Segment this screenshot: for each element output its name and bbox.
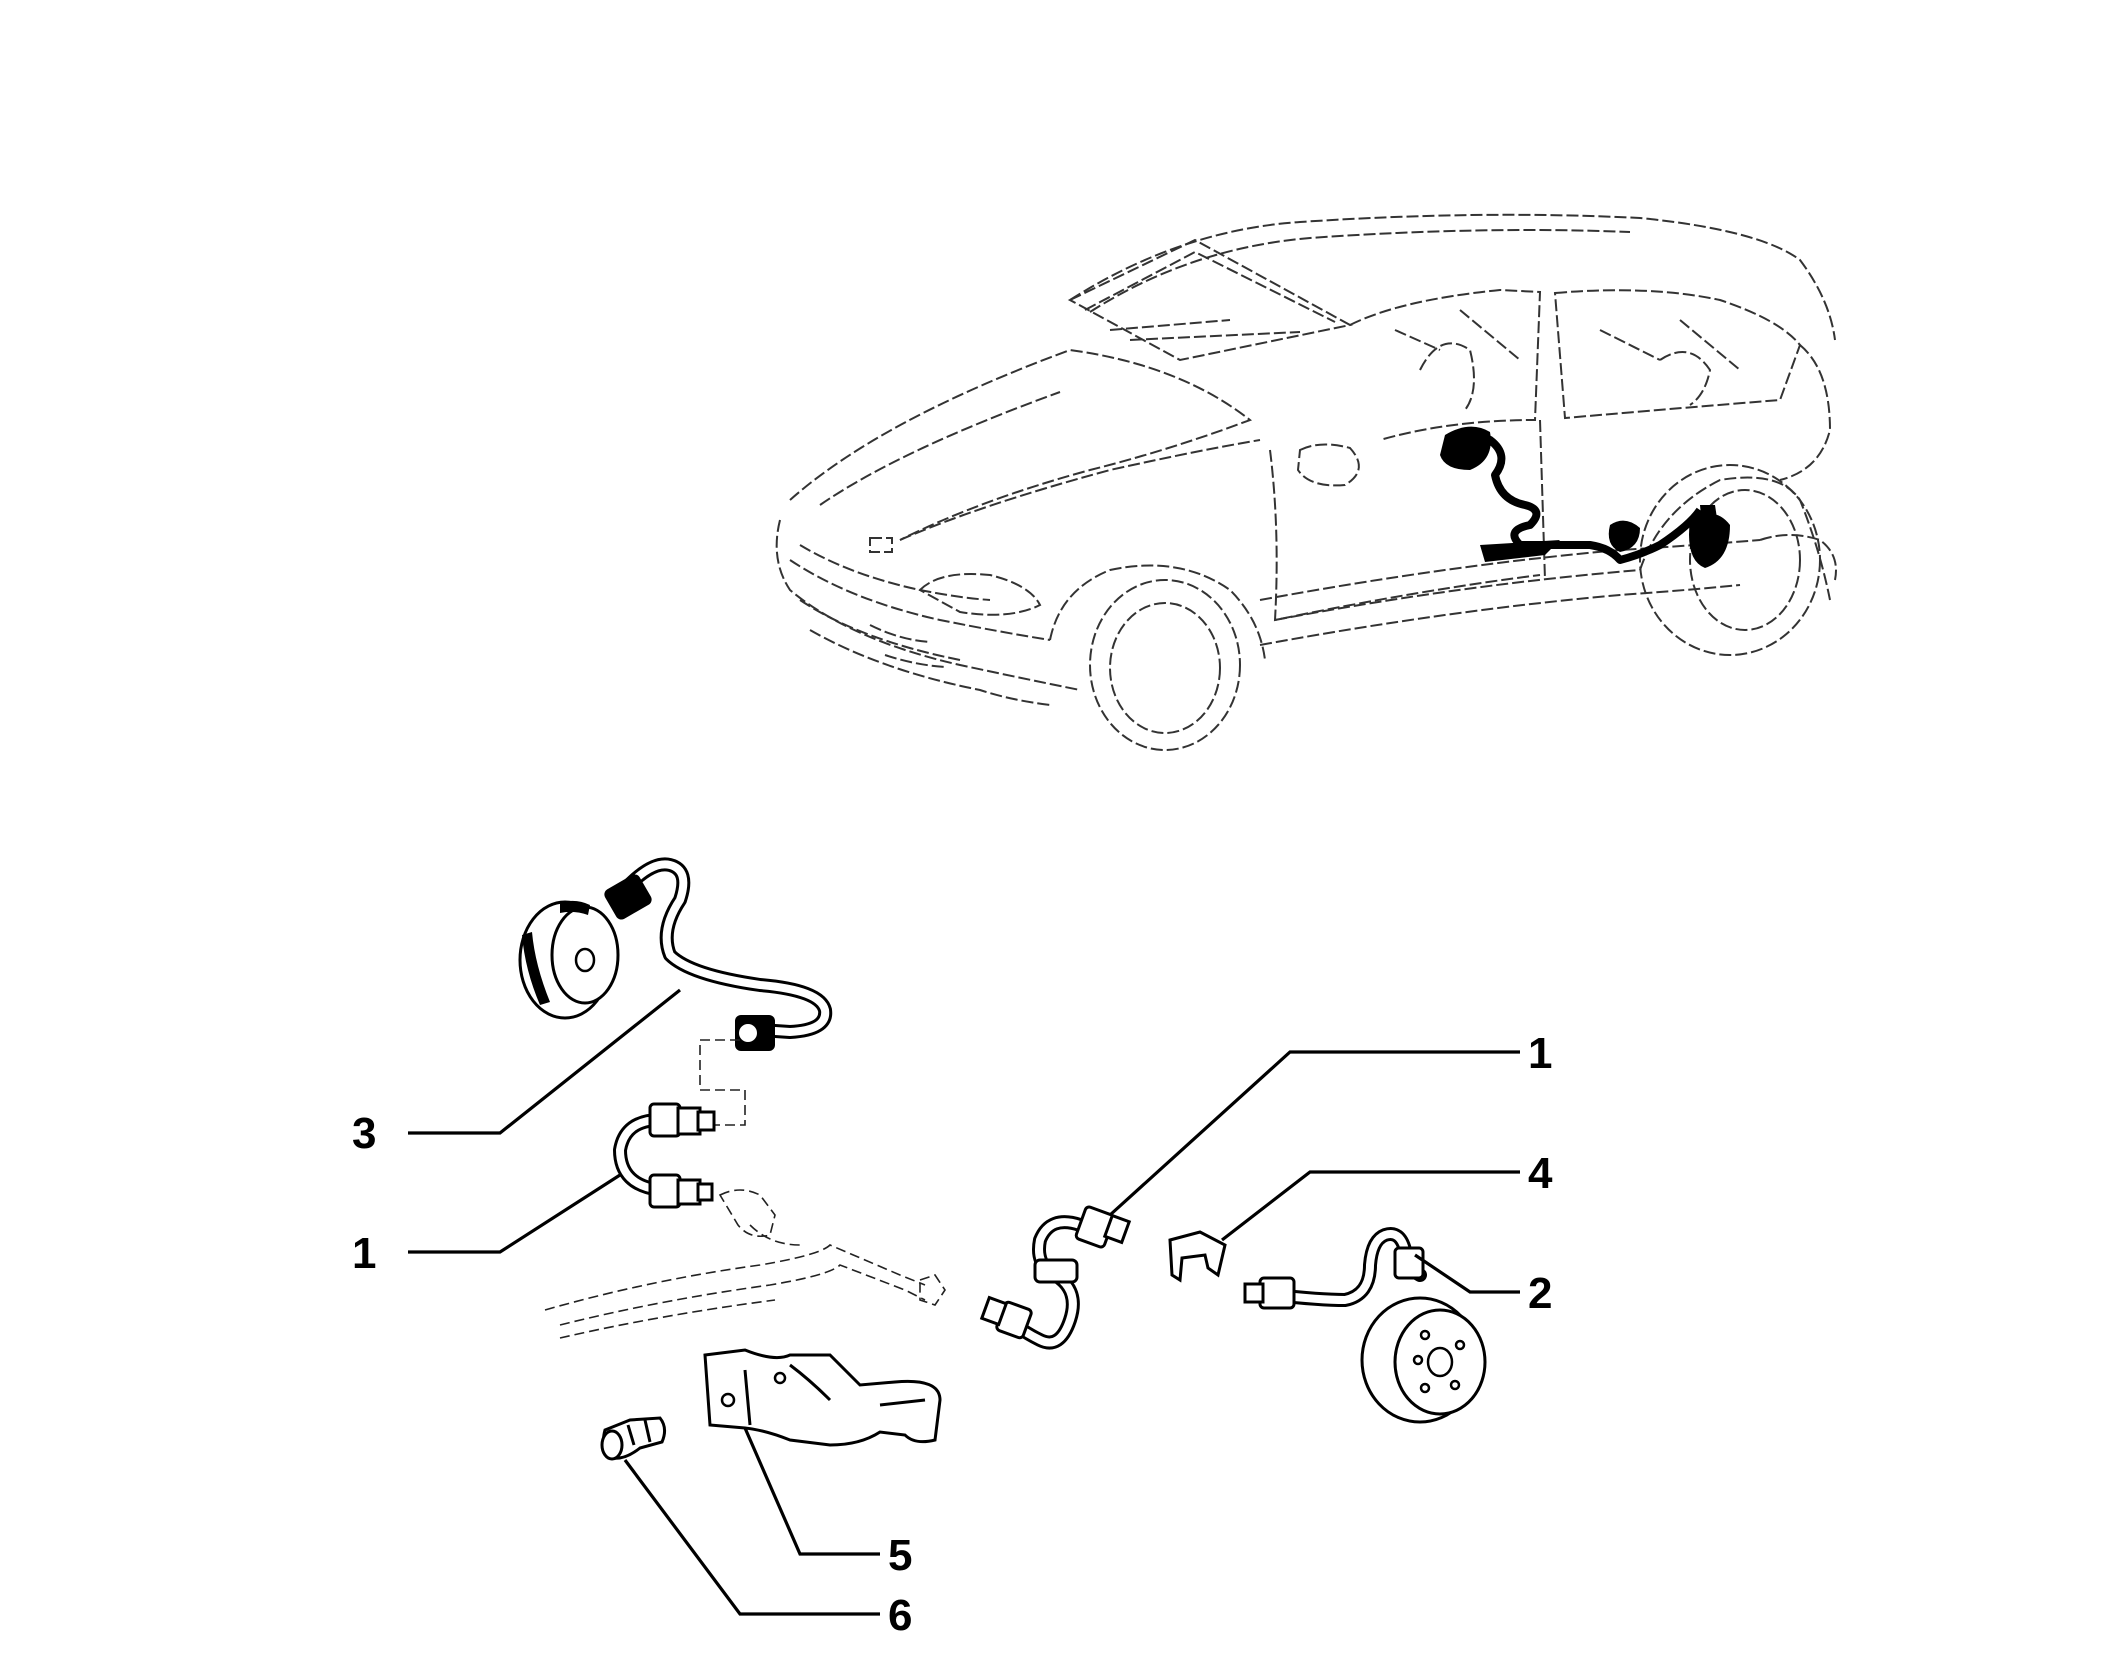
leader-5 xyxy=(743,1427,880,1556)
exploded-parts xyxy=(518,857,1487,1461)
leader-1-left xyxy=(408,1173,621,1254)
bracket-5 xyxy=(703,1348,942,1447)
callout-1-right: 1 xyxy=(1528,1029,1552,1078)
car-illustration xyxy=(775,213,1837,751)
callout-2: 2 xyxy=(1528,1269,1552,1318)
leader-1-right xyxy=(1108,1050,1520,1217)
leader-2 xyxy=(1414,1253,1520,1294)
clip-4 xyxy=(1168,1230,1227,1283)
leader-3 xyxy=(408,988,681,1135)
vehicle-pipe-outline xyxy=(544,1189,946,1339)
brake-pipe-1-left xyxy=(613,1102,716,1209)
left-brake-hub xyxy=(518,900,620,1020)
bolt-6 xyxy=(600,1416,667,1461)
callout-1-left: 1 xyxy=(352,1229,376,1278)
leader-6 xyxy=(623,1459,880,1616)
leader-4 xyxy=(1221,1170,1520,1242)
leader-lines xyxy=(408,988,1520,1616)
brake-pipe-2 xyxy=(1243,1227,1487,1424)
callout-6: 6 xyxy=(888,1591,912,1640)
callout-labels: 3 1 1 4 2 5 6 xyxy=(352,1029,1553,1640)
callout-4: 4 xyxy=(1528,1149,1553,1198)
callout-5: 5 xyxy=(888,1531,912,1580)
brake-pipe-3 xyxy=(604,857,833,1051)
brake-pipe-1-right xyxy=(979,1205,1132,1350)
callout-3: 3 xyxy=(352,1109,376,1158)
